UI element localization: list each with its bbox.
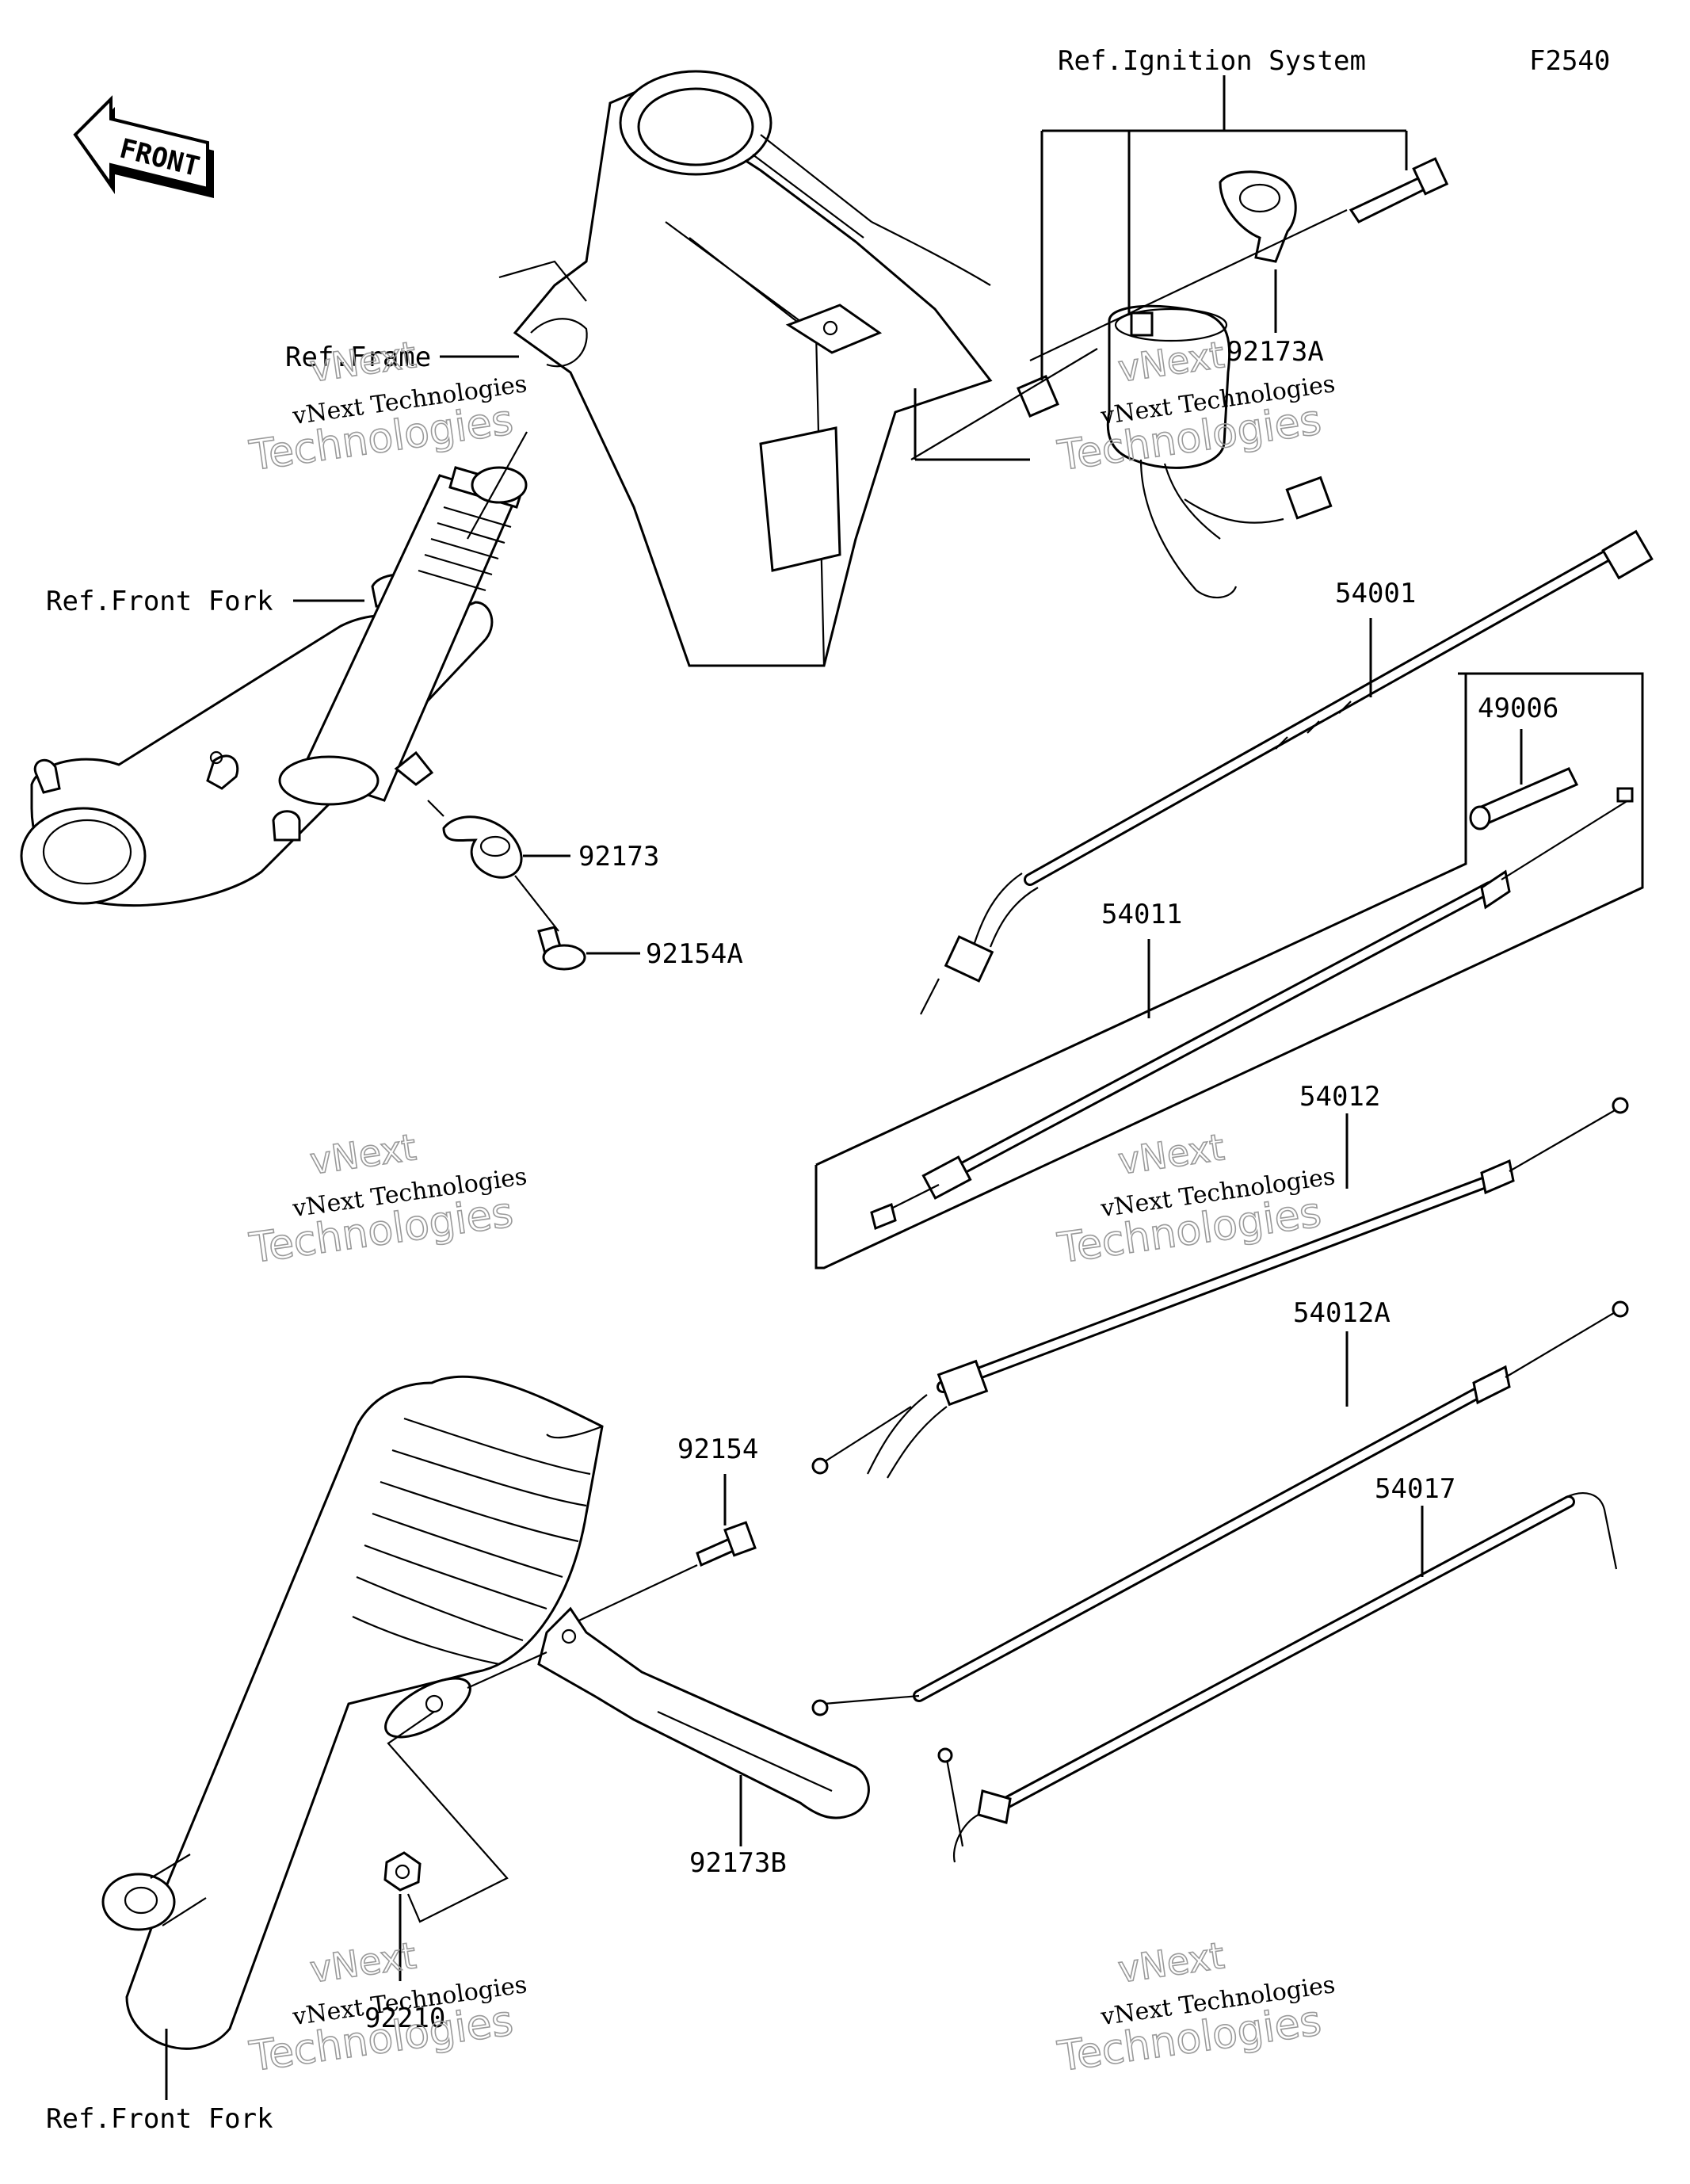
grommet-49006 <box>1469 767 1579 830</box>
ref-ignition-system-label: Ref.Ignition System <box>1058 45 1366 77</box>
figure-code: F2540 <box>1529 45 1610 77</box>
nut-92210 <box>383 1851 422 1892</box>
label-54012: 54012 <box>1299 1081 1380 1113</box>
label-92173B: 92173B <box>689 1847 787 1879</box>
label-92173A: 92173A <box>1226 336 1324 368</box>
ref-frame-label: Ref.Frame <box>285 342 431 373</box>
cable-54011 <box>870 787 1634 1231</box>
label-54012A: 54012A <box>1293 1297 1391 1329</box>
cable-54012A <box>811 1300 1629 1716</box>
front-arrow-icon: FRONT <box>73 95 214 198</box>
upper-triple-clamp <box>20 466 528 907</box>
label-92210: 92210 <box>364 2003 445 2034</box>
bolt-92154A <box>537 926 586 971</box>
cable-54001 <box>920 529 1654 1015</box>
label-54001: 54001 <box>1335 578 1416 609</box>
label-92173: 92173 <box>578 841 659 872</box>
svg-text:vNext: vNext <box>307 1934 419 1991</box>
watermark-1: vNext vNext Technologies Technologies <box>246 333 528 481</box>
front-fork-lower <box>101 1375 604 2050</box>
frame-steering-head <box>498 70 993 667</box>
watermark-5: vNext vNext Technologies Technologies <box>246 1934 528 2082</box>
label-92154: 92154 <box>677 1434 758 1465</box>
cable-54017 <box>937 1492 1618 1863</box>
bolt-92154 <box>696 1521 757 1567</box>
ref-front-fork-upper-label: Ref.Front Fork <box>46 586 273 617</box>
ignition-switch <box>1017 157 1449 599</box>
bracket-92173B <box>537 1606 870 1819</box>
clamp-92173 <box>442 815 523 879</box>
label-92154A: 92154A <box>646 938 743 970</box>
label-54017: 54017 <box>1375 1473 1455 1505</box>
svg-text:vNext: vNext <box>1116 1934 1227 1991</box>
label-54011: 54011 <box>1101 899 1182 930</box>
svg-text:vNext: vNext <box>1116 1125 1227 1182</box>
svg-text:vNext: vNext <box>307 1125 419 1182</box>
watermark-3: vNext vNext Technologies Technologies <box>246 1125 528 1273</box>
watermark-6: vNext vNext Technologies Technologies <box>1054 1934 1337 2082</box>
cable-54012 <box>811 1097 1629 1479</box>
label-49006: 49006 <box>1478 693 1558 724</box>
ref-front-fork-lower-label: Ref.Front Fork <box>46 2103 273 2135</box>
